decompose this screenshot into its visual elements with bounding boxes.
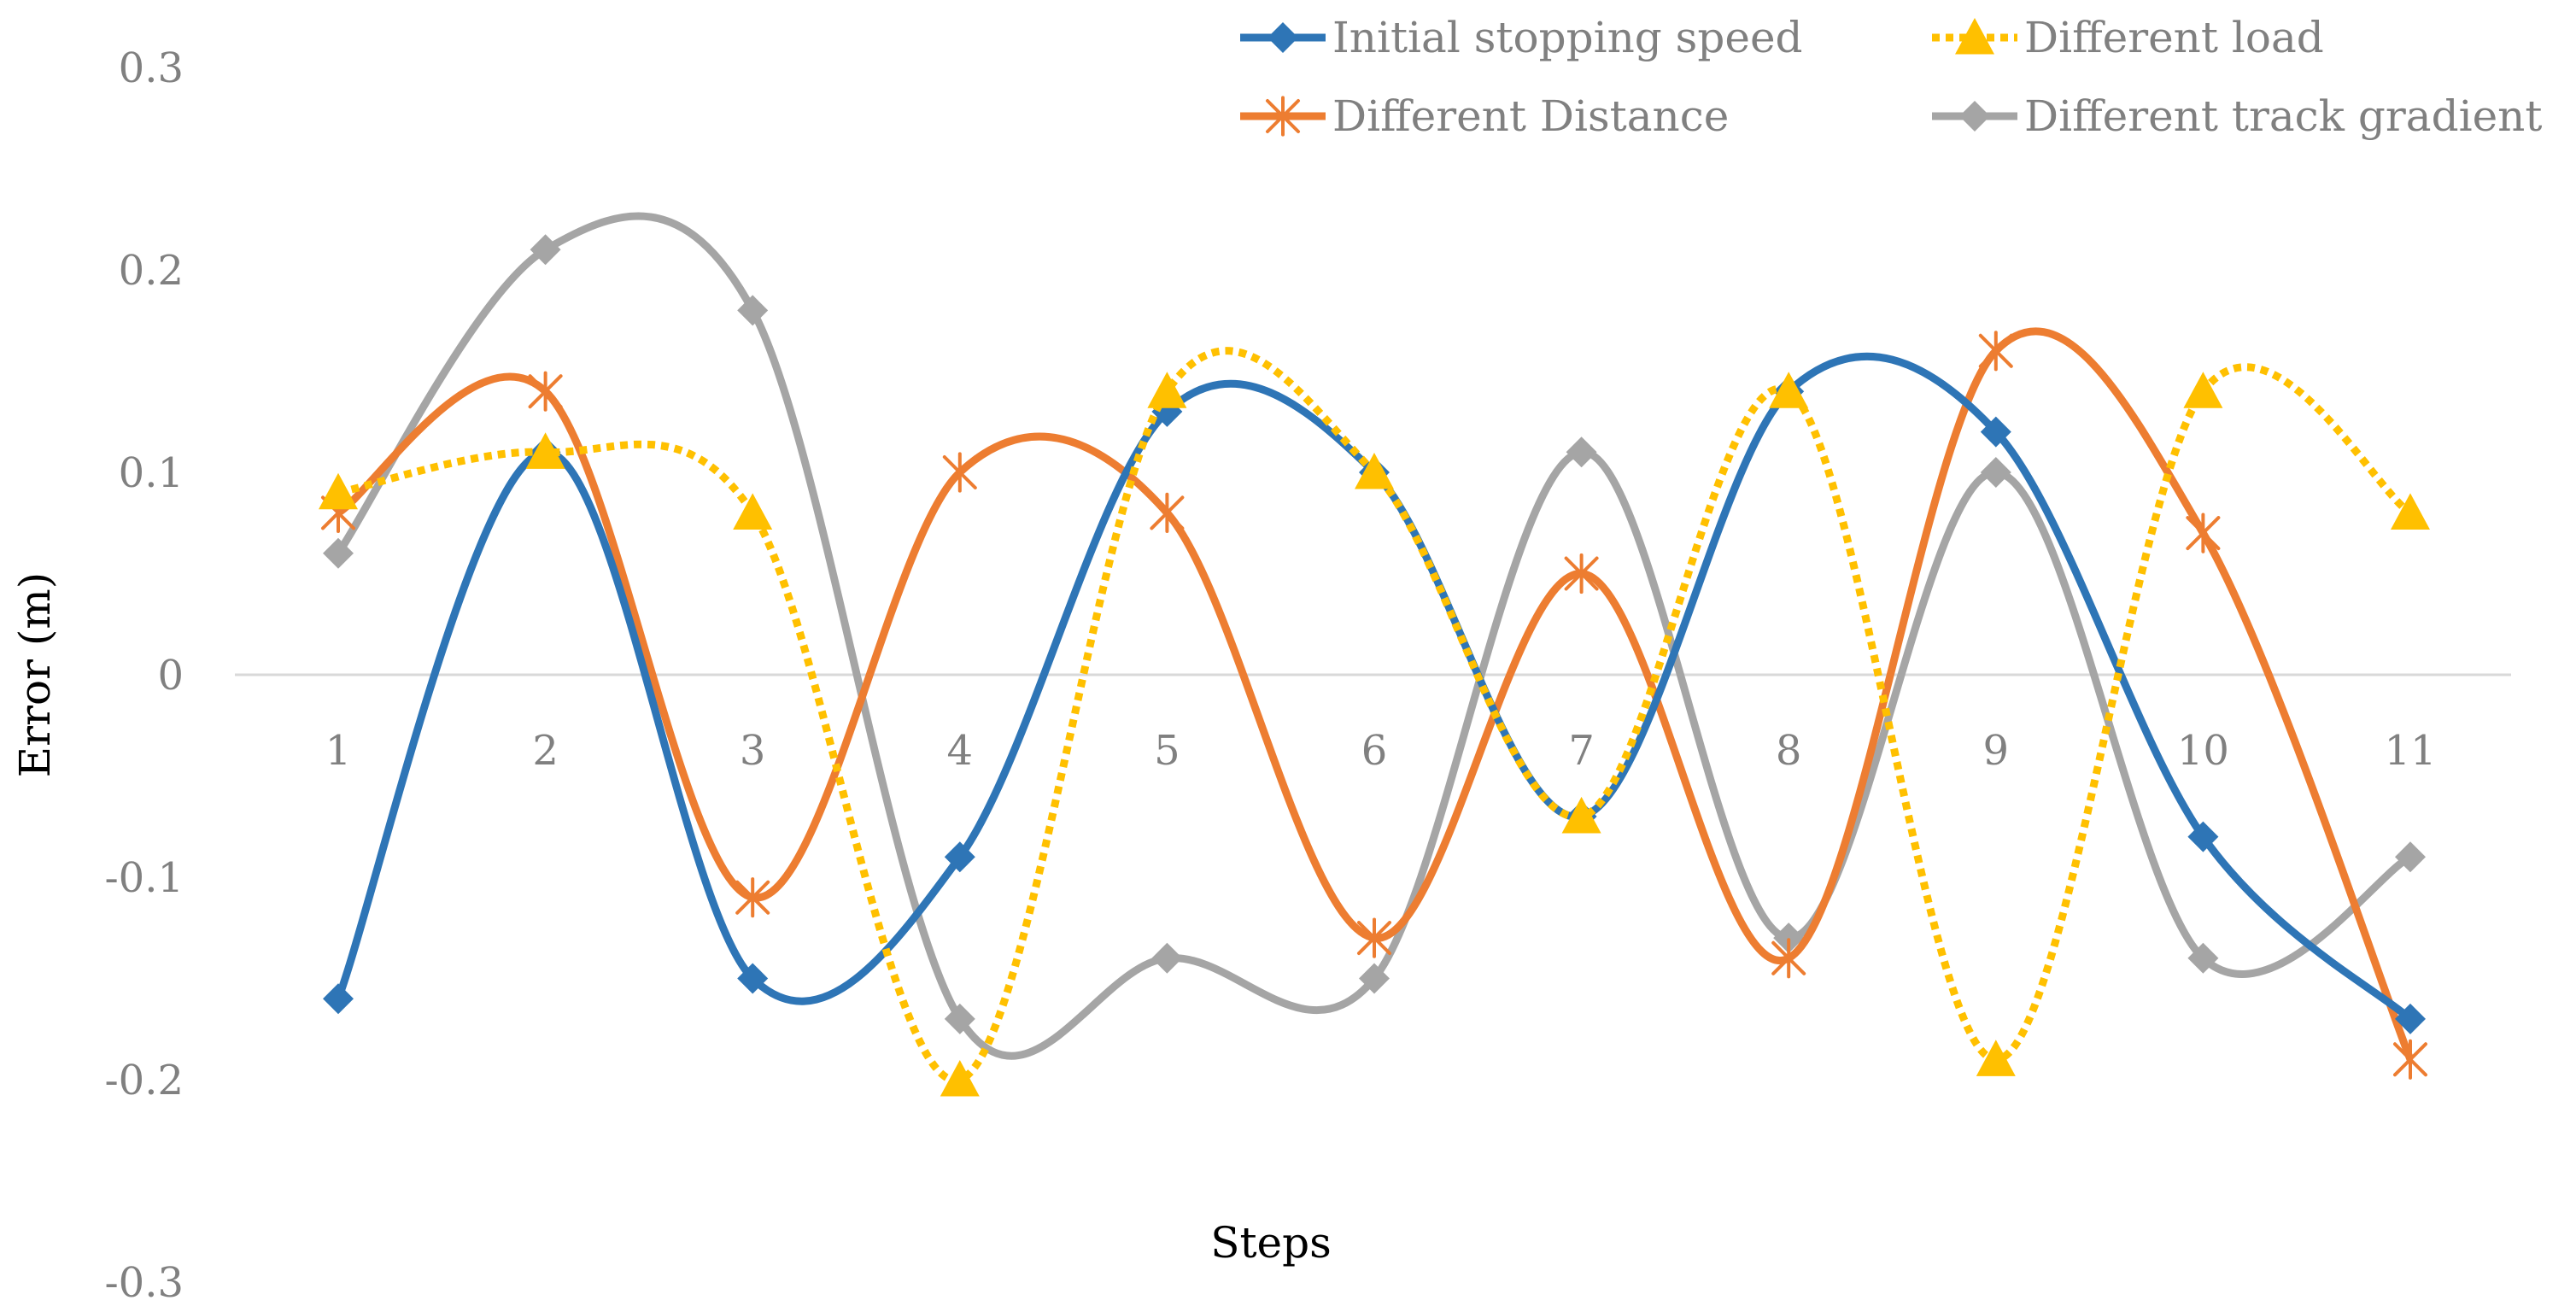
data-point-marker bbox=[1978, 331, 2013, 372]
x-axis-title: Steps bbox=[1210, 1218, 1332, 1268]
x-tick-label: 6 bbox=[1361, 727, 1388, 775]
data-point-marker bbox=[2183, 372, 2223, 408]
legend-label: Initial stopping speed bbox=[1332, 13, 1803, 62]
legend-marker bbox=[1268, 22, 1298, 53]
data-point-marker bbox=[942, 452, 977, 493]
x-tick-label: 9 bbox=[1983, 727, 2010, 775]
data-point-marker bbox=[940, 1060, 980, 1097]
data-point-marker bbox=[319, 472, 358, 510]
data-point-marker bbox=[1980, 457, 2011, 488]
data-point-marker bbox=[323, 983, 354, 1015]
data-point-marker bbox=[2395, 841, 2426, 873]
x-tick-label: 10 bbox=[2177, 727, 2229, 775]
series-line bbox=[334, 352, 2413, 1022]
legend-label: Different Distance bbox=[1332, 91, 1729, 141]
legend-item: Initial stopping speed bbox=[1240, 13, 1803, 62]
data-point-marker bbox=[323, 537, 354, 569]
data-point-marker bbox=[2395, 1003, 2426, 1034]
data-point-marker bbox=[1976, 1040, 2016, 1076]
series-different-distance bbox=[321, 327, 2427, 1080]
y-tick-label: 0.2 bbox=[119, 247, 184, 295]
data-point-marker bbox=[735, 877, 770, 918]
x-tick-label: 3 bbox=[740, 727, 766, 775]
data-point-marker bbox=[1147, 372, 1187, 408]
x-tick-label: 8 bbox=[1776, 727, 1802, 775]
data-point-marker bbox=[528, 371, 563, 412]
legend-marker bbox=[1955, 18, 1994, 55]
series-line bbox=[336, 327, 2415, 1061]
y-tick-label: -0.2 bbox=[104, 1057, 184, 1104]
data-point-marker bbox=[525, 432, 565, 469]
y-tick-label: 0 bbox=[157, 652, 184, 700]
series-different-load bbox=[319, 347, 2430, 1097]
data-point-marker bbox=[737, 295, 769, 326]
data-point-marker bbox=[530, 234, 561, 266]
data-point-marker bbox=[944, 1003, 975, 1034]
data-point-marker bbox=[944, 841, 975, 873]
data-point-marker bbox=[1151, 942, 1183, 974]
data-point-marker bbox=[1566, 436, 1597, 468]
data-point-marker bbox=[1980, 416, 2011, 448]
data-point-marker bbox=[1561, 796, 1601, 834]
y-tick-label: 0.3 bbox=[119, 44, 184, 92]
data-point-marker bbox=[1769, 372, 1809, 408]
data-point-marker bbox=[2186, 512, 2221, 554]
y-tick-label: -0.3 bbox=[104, 1259, 184, 1307]
legend-item: Different track gradient bbox=[1932, 91, 2542, 141]
legend-item: Different Distance bbox=[1240, 91, 1729, 141]
legend-label: Different track gradient bbox=[2024, 91, 2542, 141]
y-tick-label: 0.1 bbox=[119, 449, 184, 497]
x-tick-label: 4 bbox=[947, 727, 974, 775]
y-tick-labels: 0.3 0.2 0.1 0 -0.1 -0.2 -0.3 bbox=[104, 44, 184, 1307]
series-different-track-gradient bbox=[323, 212, 2426, 1060]
data-point-marker bbox=[1773, 922, 1805, 954]
legend-marker bbox=[1266, 96, 1300, 137]
y-axis-title: Error (m) bbox=[10, 572, 60, 778]
data-point-marker bbox=[2187, 942, 2219, 974]
data-point-marker bbox=[1771, 938, 1806, 979]
data-point-marker bbox=[1357, 917, 1391, 958]
x-tick-label: 5 bbox=[1154, 727, 1180, 775]
data-point-marker bbox=[1359, 963, 1390, 994]
legend-item: Different load bbox=[1932, 13, 2324, 62]
data-point-marker bbox=[1150, 492, 1185, 533]
y-tick-label: -0.1 bbox=[104, 854, 184, 902]
x-tick-labels: 1 2 3 4 5 6 7 8 9 10 11 bbox=[325, 727, 2437, 775]
series-initial-stopping-speed bbox=[323, 352, 2426, 1034]
data-point-marker bbox=[2391, 493, 2430, 530]
data-point-marker bbox=[733, 493, 773, 530]
series-layer bbox=[319, 212, 2430, 1097]
x-tick-label: 11 bbox=[2384, 727, 2436, 775]
x-tick-label: 2 bbox=[532, 727, 559, 775]
data-point-marker bbox=[2187, 821, 2219, 852]
data-point-marker bbox=[1564, 553, 1599, 594]
x-tick-label: 7 bbox=[1568, 727, 1595, 775]
x-tick-label: 1 bbox=[325, 727, 352, 775]
legend-marker bbox=[1959, 101, 1990, 132]
data-point-marker bbox=[1355, 453, 1394, 489]
legend: Initial stopping speed Different loadDiff… bbox=[1240, 13, 2542, 141]
data-point-marker bbox=[2393, 1039, 2427, 1080]
legend-label: Different load bbox=[2024, 13, 2324, 62]
data-point-marker bbox=[737, 963, 769, 994]
